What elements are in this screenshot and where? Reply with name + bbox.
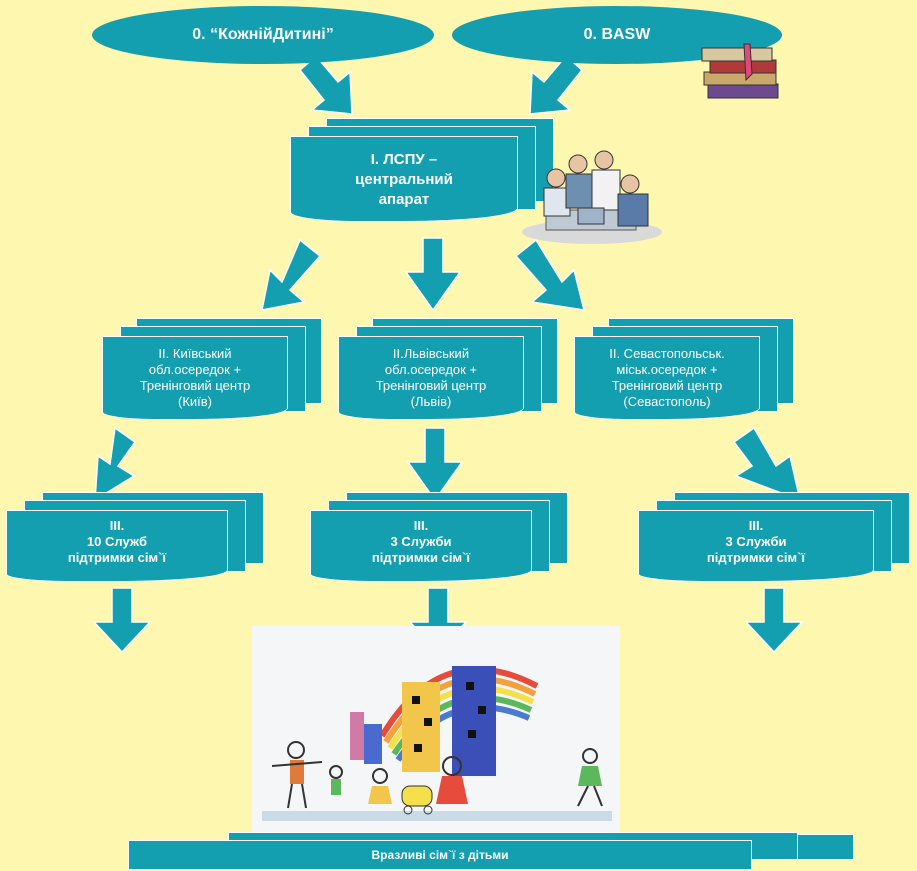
vulnerable-families-label: Вразливі сім`ї з дітьми (371, 848, 509, 862)
sevastopol-line2: міськ.осередок + (616, 362, 718, 377)
kyiv-line1: II. Київський (158, 346, 232, 361)
lviv-line4: (Львів) (410, 394, 452, 409)
arrow-sevastopol-down (732, 426, 802, 502)
org-label-kozhniy-dytyni: 0. “КожнійДитині” (192, 26, 334, 43)
service-lviv-line3: підтримки сім`ї (371, 550, 471, 565)
central-line1: I. ЛСПУ – (370, 151, 438, 168)
service-kyiv-line3: підтримки сім`ї (67, 550, 167, 565)
service-kyiv-line1: III. (109, 518, 125, 533)
lviv-line3: Тренінговий центр (375, 378, 487, 393)
kyiv-line4: (Київ) (177, 394, 212, 409)
central-line2: центральний (355, 171, 453, 188)
central-line3: апарат (378, 191, 430, 208)
kyiv-line2: обл.осередок + (148, 362, 242, 377)
regional-box-sevastopol: II. Севастопольськ. міськ.осередок + Тре… (574, 318, 796, 420)
service-lviv-line1: III. (413, 518, 429, 533)
arrow-service-kyiv-down (92, 587, 152, 654)
arrow-lviv-down (406, 427, 464, 502)
service-sevastopol-line2: 3 Служби (725, 534, 787, 549)
vulnerable-families-box: Вразливі сім`ї з дітьми (128, 830, 858, 870)
service-box-sevastopol: III. 3 Служби підтримки сім`ї (638, 492, 914, 584)
sevastopol-line3: Тренінговий центр (611, 378, 723, 393)
org-ellipse-kozhniy-dytyni: 0. “КожнійДитині” (92, 6, 434, 64)
sevastopol-line4: (Севастополь) (623, 394, 711, 409)
service-box-kyiv: III. 10 Служб підтримки сім`ї (6, 492, 268, 584)
arrow-central-left (261, 238, 322, 311)
arrow-central-down (404, 237, 462, 312)
regional-box-kyiv: II. Київський обл.осередок + Тренінговий… (102, 318, 324, 420)
service-sevastopol-line1: III. (748, 518, 764, 533)
service-lviv-line2: 3 Служби (390, 534, 452, 549)
arrow-kyiv-down (94, 426, 137, 502)
central-office-box: I. ЛСПУ – центральний апарат (290, 118, 558, 222)
arrow-service-sevastopol-down (744, 587, 804, 654)
lviv-line1: II.Львівський (392, 346, 470, 361)
childrens-drawing-image (252, 626, 620, 838)
service-box-lviv: III. 3 Служби підтримки сім`ї (310, 492, 572, 584)
arrow-central-right (514, 238, 586, 311)
sevastopol-line1: II. Севастопольськ. (609, 346, 725, 361)
lviv-line2: обл.осередок + (384, 362, 478, 377)
service-kyiv-line2: 10 Служб (86, 534, 148, 549)
org-label-basw: 0. BASW (583, 26, 651, 43)
kyiv-line3: Тренінговий центр (139, 378, 251, 393)
regional-box-lviv: II.Львівський обл.осередок + Тренінговий… (338, 318, 560, 420)
service-sevastopol-line3: підтримки сім`ї (706, 550, 806, 565)
